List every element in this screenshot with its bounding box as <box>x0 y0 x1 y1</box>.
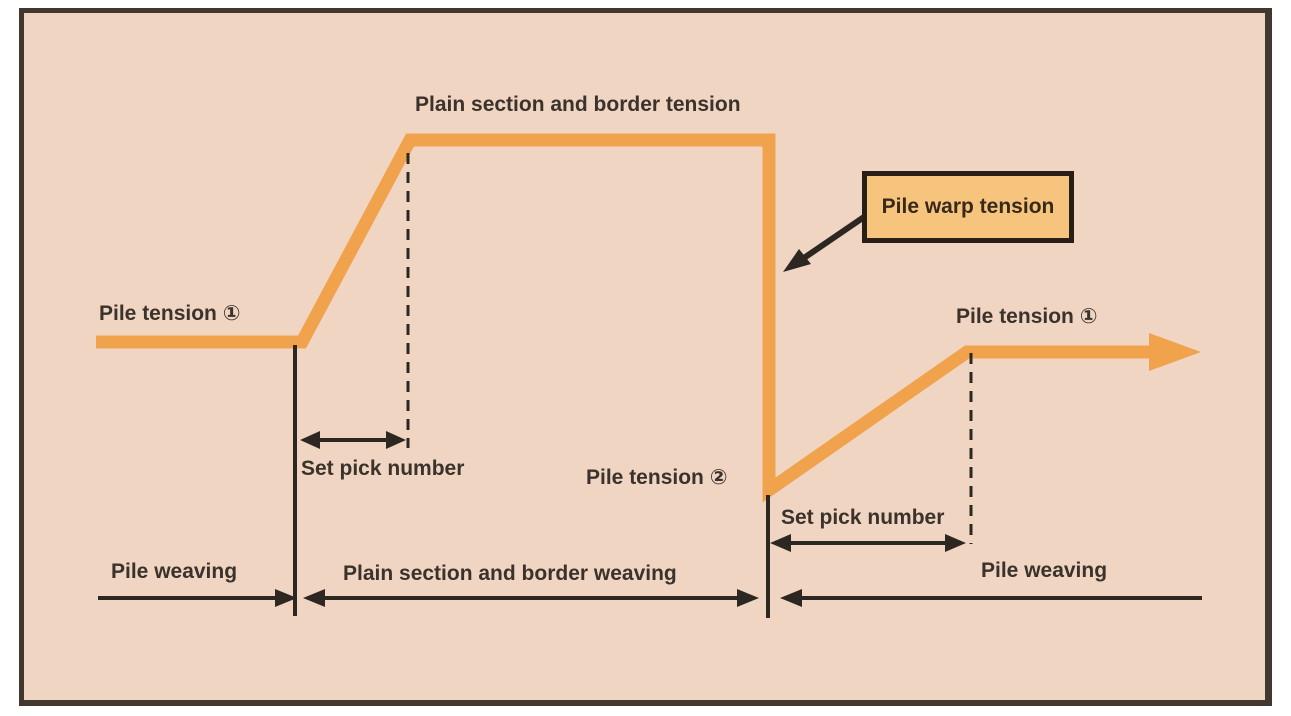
callout-pile-warp-tension: Pile warp tension <box>862 171 1074 243</box>
callout-arrow <box>783 214 866 272</box>
label-pile-tension-2: Pile tension ② <box>586 466 728 489</box>
label-pile-tension-left: Pile tension ① <box>99 302 241 325</box>
set-pick-arrow-left <box>300 431 406 449</box>
label-set-pick-number-left: Set pick number <box>301 457 465 480</box>
tension-curve-arrowhead <box>1149 333 1201 371</box>
set-pick-arrow-right <box>770 534 966 552</box>
phase-arrow-plain-weaving <box>303 589 759 607</box>
label-plain-section-border-weaving: Plain section and border weaving <box>343 562 677 585</box>
label-pile-weaving-right: Pile weaving <box>981 559 1108 582</box>
label-pile-weaving-left: Pile weaving <box>111 560 238 583</box>
tension-curve <box>96 133 1201 503</box>
phase-arrow-pile-weaving-right <box>780 589 1202 607</box>
label-set-pick-number-right: Set pick number <box>781 506 945 529</box>
label-pile-tension-right: Pile tension ① <box>956 305 1098 328</box>
callout-pile-warp-tension-label: Pile warp tension <box>881 195 1055 218</box>
label-plain-section-border-tension: Plain section and border tension <box>415 93 741 116</box>
phase-arrow-pile-weaving-left <box>98 589 297 607</box>
